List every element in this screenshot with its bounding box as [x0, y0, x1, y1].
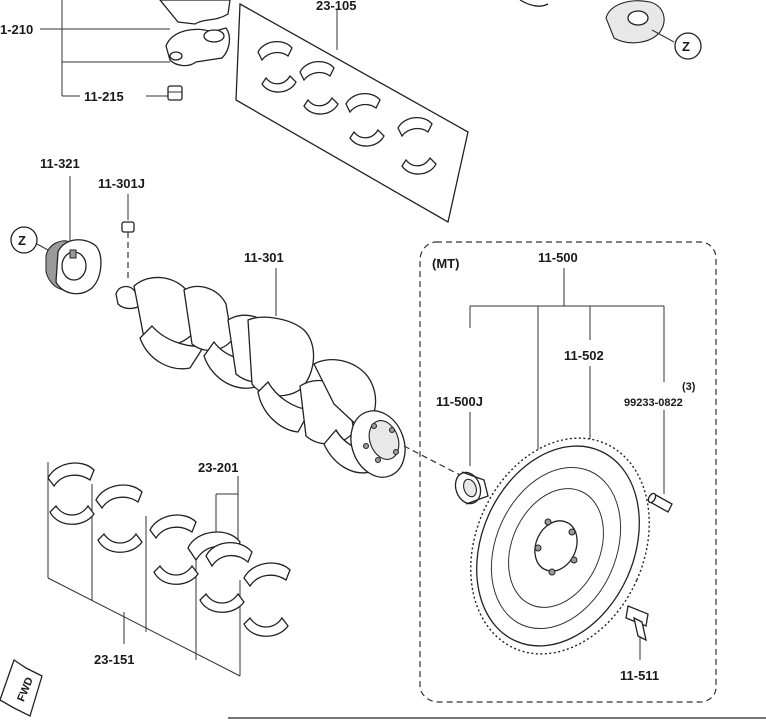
label-quantity: (3) — [682, 381, 696, 393]
label-flywheel-assembly: 11-500 — [538, 250, 578, 265]
pilot-bearing — [454, 471, 489, 505]
upper-bearings-group — [235, 2, 469, 224]
label-main-bearing-cap: 1-210 — [0, 22, 33, 37]
flywheel-bolt — [625, 605, 649, 642]
main-bearing-cap-group — [40, 0, 231, 101]
ref-z-top: Z — [682, 39, 690, 54]
label-pilot-bearing: 11-500J — [436, 394, 483, 409]
label-dowel-pin: 99233-0822 — [624, 397, 683, 409]
label-thrust-bearing: 23-201 — [198, 460, 238, 475]
mt-flywheel-box — [419, 241, 717, 703]
timing-gear-group — [10, 176, 102, 295]
lower-bearings-group — [47, 462, 291, 677]
flywheel — [470, 437, 650, 655]
label-cap-bolt: 11-215 — [84, 89, 124, 104]
dowel-pin — [647, 492, 673, 513]
top-right-gear — [519, 0, 702, 60]
label-lower-bearings: 23-151 — [94, 652, 134, 667]
label-flywheel-bolt: 11-511 — [620, 668, 659, 683]
label-crankshaft: 11-301 — [244, 250, 284, 265]
ref-z-left: Z — [18, 233, 26, 248]
crank-key-group — [121, 194, 135, 280]
label-mt: (MT) — [432, 256, 459, 271]
fwd-arrow — [0, 658, 43, 717]
label-crank-key: 11-301J — [98, 176, 145, 191]
label-upper-bearings: 23-105 — [316, 0, 356, 13]
label-flywheel: 11-502 — [564, 348, 604, 363]
label-timing-gear: 11-321 — [40, 156, 80, 171]
crankshaft-group — [115, 268, 463, 478]
